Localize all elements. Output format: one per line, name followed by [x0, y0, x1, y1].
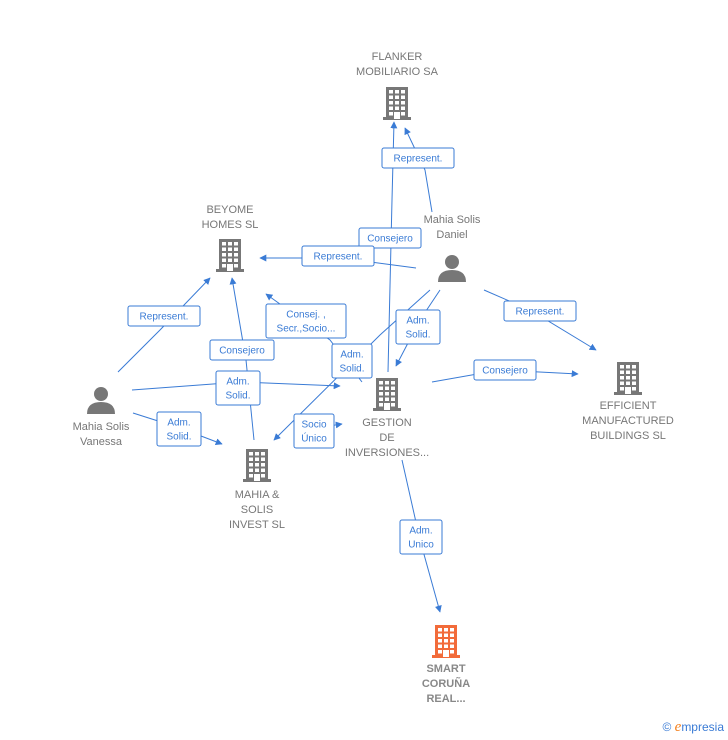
edge-label-text: Represent.	[394, 154, 443, 165]
node-label: GESTION	[362, 417, 412, 429]
node-label: CORUÑA	[422, 677, 470, 690]
edge-label-text: Socio	[301, 420, 326, 431]
edge-label-box	[358, 227, 422, 249]
building-icon	[243, 449, 271, 482]
edge-label-text: Consejero	[482, 366, 528, 377]
edge-label-box	[127, 305, 201, 327]
copyright-symbol: ©	[662, 720, 672, 734]
node-label: INVERSIONES...	[345, 447, 429, 459]
edge-label-text: Represent.	[516, 307, 565, 318]
edge-label-text: Solid.	[339, 364, 364, 375]
edge-label-text: Represent.	[314, 252, 363, 263]
person-icon	[438, 255, 466, 282]
node-mahia_invest[interactable]: MAHIA & SOLIS INVEST SL	[229, 449, 285, 531]
node-label: DE	[379, 432, 394, 444]
edge-line-e10	[273, 289, 431, 441]
node-label: BUILDINGS SL	[590, 430, 666, 442]
edge-label-text: Unico	[408, 540, 434, 551]
edge-label-text: Adm.	[167, 418, 190, 429]
node-efficient[interactable]: EFFICIENT MANUFACTURED BUILDINGS SL	[582, 362, 674, 442]
edge-label-box	[395, 309, 441, 345]
edge-label-e2[interactable]: Consejero	[358, 227, 422, 249]
edge-label-text: Adm.	[226, 377, 249, 388]
node-label: MANUFACTURED	[582, 415, 674, 427]
node-label: FLANKER	[372, 51, 423, 63]
footer-brand: © empresia	[662, 719, 724, 736]
edge-label-text: Consejero	[367, 234, 413, 245]
edge-label-box	[301, 245, 375, 267]
edge-label-e10[interactable]: Adm. Solid.	[331, 343, 373, 379]
node-label: REAL...	[426, 693, 465, 705]
edge-label-box	[293, 413, 335, 449]
edge-label-box	[399, 519, 443, 555]
node-label: Daniel	[436, 229, 467, 241]
edge-label-text: Adm.	[409, 526, 432, 537]
brand-logo-letter: e	[674, 719, 682, 735]
node-label: MAHIA &	[235, 489, 280, 501]
edge-label-text: Adm.	[406, 316, 429, 327]
node-label: Vanessa	[80, 436, 123, 448]
node-label: BEYOME	[206, 204, 253, 216]
edge-label-text: Represent.	[140, 312, 189, 323]
edge-line-e1	[404, 127, 433, 213]
node-label: MOBILIARIO SA	[356, 66, 439, 78]
edge-label-box	[156, 411, 202, 447]
person-icon	[87, 387, 115, 414]
node-label: SOLIS	[241, 504, 273, 516]
building-icon	[432, 625, 460, 658]
edge-label-e12[interactable]: Consejero	[473, 359, 537, 381]
edge-label-text: Secr.,Socio...	[277, 324, 336, 335]
edge-label-box	[503, 300, 577, 322]
edge-label-e7[interactable]: Adm. Solid.	[215, 370, 261, 406]
edge-label-box	[215, 370, 261, 406]
edge-label-box	[331, 343, 373, 379]
node-gestion[interactable]: GESTION DE INVERSIONES...	[345, 378, 429, 459]
edge-label-box	[381, 147, 455, 169]
edge-label-e6[interactable]: Consejero	[209, 339, 275, 361]
node-flanker[interactable]: FLANKER MOBILIARIO SA	[356, 51, 439, 120]
building-icon	[614, 362, 642, 395]
building-icon	[373, 378, 401, 411]
node-label: SMART	[426, 663, 465, 675]
node-smart[interactable]: SMART CORUÑA REAL...	[422, 625, 470, 705]
edge-label-e4[interactable]: Represent.	[127, 305, 201, 327]
edge-label-text: Consejero	[219, 346, 265, 357]
edge-label-box	[473, 359, 537, 381]
node-label: HOMES SL	[202, 219, 259, 231]
edge-label-e14[interactable]: Adm. Unico	[399, 519, 443, 555]
edge-label-e3[interactable]: Represent.	[301, 245, 375, 267]
node-beyome[interactable]: BEYOME HOMES SL	[202, 204, 259, 272]
edge-label-e11[interactable]: Represent.	[503, 300, 577, 322]
edge-label-e1[interactable]: Represent.	[381, 147, 455, 169]
node-label: Mahia Solis	[73, 421, 130, 433]
edge-line-e4	[117, 277, 211, 373]
building-icon	[383, 87, 411, 120]
building-icon	[216, 239, 244, 272]
edge-label-text: Solid.	[166, 432, 191, 443]
edge-label-e5[interactable]: Consej. , Secr.,Socio...	[265, 303, 347, 339]
node-label: EFFICIENT	[600, 400, 657, 412]
edge-label-text: Consej. ,	[286, 310, 325, 321]
node-label: Mahia Solis	[424, 214, 481, 226]
edge-label-box	[265, 303, 347, 339]
edge-label-e8[interactable]: Adm. Solid.	[156, 411, 202, 447]
edge-label-text: Único	[301, 432, 327, 445]
edge-label-text: Adm.	[340, 350, 363, 361]
edge-label-box	[209, 339, 275, 361]
edge-label-text: Solid.	[225, 391, 250, 402]
edge-label-text: Solid.	[405, 330, 430, 341]
edge-label-e9[interactable]: Adm. Solid.	[395, 309, 441, 345]
brand-name: mpresia	[681, 720, 724, 734]
node-label: INVEST SL	[229, 519, 285, 531]
